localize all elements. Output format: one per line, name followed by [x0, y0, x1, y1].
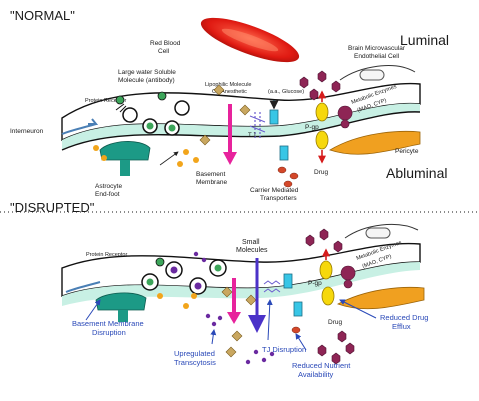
astrocyte-end-foot-normal [99, 141, 151, 176]
interneuron [61, 118, 99, 135]
upregulated-label-1: Upregulated [174, 349, 215, 358]
reduced-efflux-label-2: Efflux [392, 322, 411, 331]
brain-cell-label-2: Endothelial Cell [354, 53, 400, 60]
large-molecule-label-1: Large water Soluble [118, 69, 176, 76]
pericyte-label: Pericyte [395, 148, 419, 155]
glucose-label: (a.a., Glucose) [268, 89, 304, 95]
basement-label-1: Basement [196, 171, 225, 178]
pericyte-disrupted [337, 286, 425, 310]
tight-junction-normal [249, 112, 266, 140]
brain-cell-label-1: Brain Microvascular [348, 45, 406, 52]
astrocyte-label-1: Astrocyte [95, 183, 122, 190]
protein-receptor-label-disrupted: Protein Receptor [86, 252, 127, 258]
large-molecule-label-2: Molecule (antibody) [118, 77, 175, 84]
basement-disruption-label-2: Disruption [92, 328, 126, 337]
nutrient-circles-normal [93, 145, 199, 167]
endothelial-cell-outline [339, 65, 416, 81]
vesicle-group-disrupted [141, 257, 227, 295]
pericyte-normal [329, 130, 421, 155]
red-blood-cell-label-1: Red Blood [150, 40, 181, 47]
small-molecules-label-1: Small [242, 239, 260, 246]
carrier-transporter-normal [269, 100, 289, 161]
basement-pointer [159, 151, 179, 166]
tj-disruption-label: TJ Disruption [262, 345, 306, 354]
carrier-label-2: Transporters [260, 195, 297, 202]
endothelium-normal [61, 82, 421, 151]
nutrient-molecules-normal [277, 166, 299, 188]
pgp-label: P-gp [305, 124, 319, 131]
drug-molecules-normal [299, 70, 341, 101]
astrocyte-label-2: End-foot [95, 191, 120, 198]
interneuron-disrupted [65, 281, 101, 293]
metabolic-enzyme-normal [337, 105, 353, 129]
drug-label-disrupted: Drug [328, 319, 342, 326]
transcytosis-arrow-normal [223, 104, 237, 165]
reduced-efflux-label-1: Reduced Drug [380, 313, 428, 322]
disrupted-title: "DISRUPTED" [10, 200, 95, 215]
transcytosis-arrow-disrupted [227, 278, 241, 324]
endothelial-nucleus [359, 69, 385, 81]
pgp-disrupted [319, 248, 335, 306]
tj-label: T.J. [248, 133, 258, 139]
astrocyte-end-foot-disrupted [95, 292, 147, 322]
drug-label-normal: Drug [314, 169, 328, 176]
reduced-nutrient-label-2: Availability [298, 370, 334, 379]
normal-title: "NORMAL" [10, 8, 75, 23]
carrier-transporter-disrupted [283, 273, 303, 317]
metabolic-enzyme-disrupted [340, 265, 356, 289]
endothelial-nucleus-disrupted [365, 227, 391, 239]
annotation-pointers [85, 299, 377, 351]
vesicle-group-normal [115, 91, 190, 136]
pgp-label-disrupted: P-gp [308, 280, 322, 287]
luminal-label: Luminal [400, 32, 449, 48]
red-blood-cell [200, 17, 300, 63]
red-blood-cell-label-2: Cell [158, 48, 170, 55]
endothelial-cell-outline-disrupted [344, 224, 419, 239]
pgp-normal [315, 90, 329, 164]
lipophilic-label-2: O₂, Anesthetic [212, 89, 247, 95]
basement-label-2: Membrane [196, 179, 227, 186]
lipophilic-diamonds [199, 84, 251, 146]
basement-disruption-label-1: Basement Membrane [72, 319, 144, 328]
abluminal-label: Abluminal [386, 165, 447, 181]
small-molecules-label-2: Molecules [236, 247, 268, 254]
diamonds-disrupted [221, 286, 257, 358]
small-molecule-dots [193, 251, 275, 365]
nutrient-molecules-disrupted [291, 326, 301, 334]
reduced-nutrient-label-1: Reduced Nutrient [292, 361, 351, 370]
upregulated-label-2: Transcytosis [174, 358, 216, 367]
interneuron-label: Interneuron [10, 128, 44, 135]
carrier-label-1: Carrier Mediated [250, 187, 299, 194]
drug-molecules-disrupted [305, 228, 355, 365]
protein-receptor-label: Protein Receptor [85, 98, 126, 104]
tight-junction-disrupted [263, 280, 281, 293]
lipophilic-label-1: Lipophilic Molecule [205, 82, 251, 88]
